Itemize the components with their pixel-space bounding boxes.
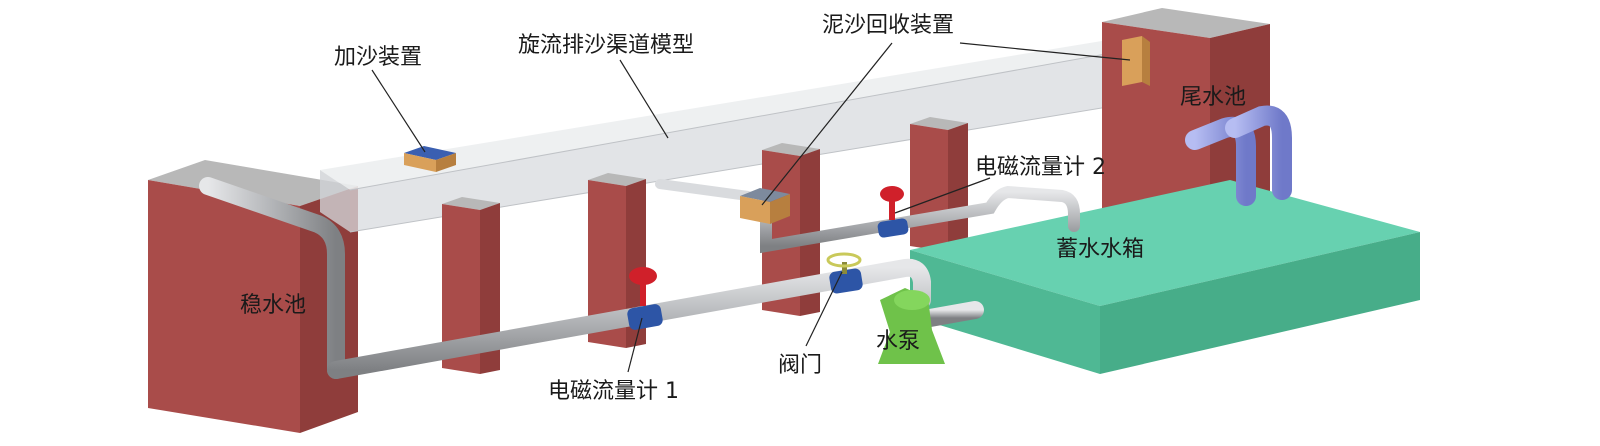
flowmeter-2 xyxy=(877,186,909,238)
return-pipe xyxy=(655,179,1080,254)
label-flowmeter-1: 电磁流量计 1 xyxy=(548,379,679,404)
main-pipe xyxy=(199,177,984,379)
support-pier-2 xyxy=(588,173,646,348)
leader-sand-feeder xyxy=(371,69,426,153)
tail-pipes xyxy=(1185,105,1292,206)
leader-sediment-recovery-a xyxy=(761,42,893,206)
storage-tank xyxy=(910,180,1420,374)
valve xyxy=(826,252,863,294)
label-flowmeter-2: 电磁流量计 2 xyxy=(975,155,1106,180)
label-stilling-pool: 稳水池 xyxy=(240,293,306,318)
label-pump: 水泵 xyxy=(876,329,920,354)
leader-valve xyxy=(805,271,843,347)
leader-channel-model xyxy=(619,59,669,139)
sediment-recovery-box xyxy=(740,188,790,224)
label-valve: 阀门 xyxy=(778,353,822,378)
leader-sediment-recovery-b xyxy=(959,42,1131,61)
sand-feeder-box xyxy=(404,146,456,172)
label-channel-model: 旋流排沙渠道模型 xyxy=(518,33,694,58)
support-pier-4 xyxy=(910,117,968,252)
flowmeter-1 xyxy=(627,267,663,330)
label-sand-feeder: 加沙装置 xyxy=(334,45,422,70)
pump xyxy=(878,288,945,364)
label-storage-tank: 蓄水水箱 xyxy=(1056,237,1144,262)
label-tail-pool: 尾水池 xyxy=(1180,85,1246,110)
support-pier-1 xyxy=(442,197,500,374)
channel-end-box xyxy=(1122,36,1150,86)
leader-flowmeter-2 xyxy=(894,177,991,214)
label-sediment-recovery: 泥沙回收装置 xyxy=(822,13,954,38)
leader-flowmeter-1 xyxy=(627,317,643,373)
channel-model xyxy=(320,38,1151,233)
